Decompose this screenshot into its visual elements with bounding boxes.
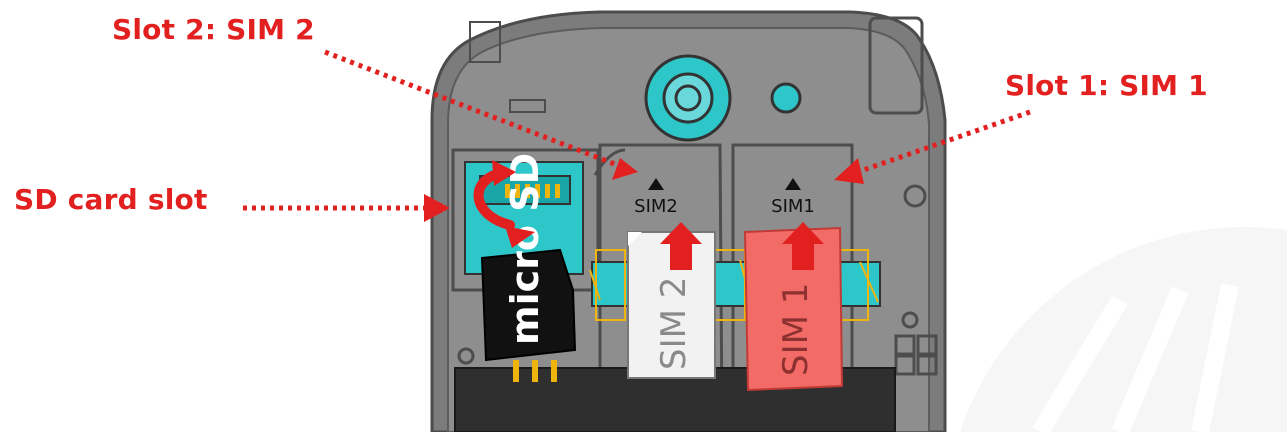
sim1-card: SIM 1 xyxy=(743,226,844,392)
flash-icon xyxy=(770,82,802,114)
arrow-up-icon xyxy=(782,222,824,270)
callout-sd-card-slot: SD card slot xyxy=(14,183,208,216)
sim1-slot-label: SIM1 xyxy=(771,196,815,217)
sim2-card-label: SIM 2 xyxy=(654,277,694,370)
callout-slot1: Slot 1: SIM 1 xyxy=(1005,69,1208,102)
camera-icon xyxy=(644,54,732,142)
curved-arrow-icon xyxy=(473,160,535,248)
micro-sd-label: micro SD xyxy=(503,153,547,345)
sim1-card-label: SIM 1 xyxy=(776,283,816,376)
triangle-up-icon xyxy=(785,178,801,190)
sim2-slot-label: SIM2 xyxy=(634,196,678,217)
micro-sd-card: micro SD xyxy=(480,153,577,362)
arrow-up-icon xyxy=(660,222,702,270)
callout-leaders xyxy=(243,49,1031,211)
callout-arrowheads xyxy=(424,158,864,222)
triangle-up-icon xyxy=(648,178,664,190)
callout-slot2: Slot 2: SIM 2 xyxy=(112,13,315,46)
sim2-card: SIM 2 xyxy=(627,231,716,379)
watermark-wheel xyxy=(960,226,1287,432)
